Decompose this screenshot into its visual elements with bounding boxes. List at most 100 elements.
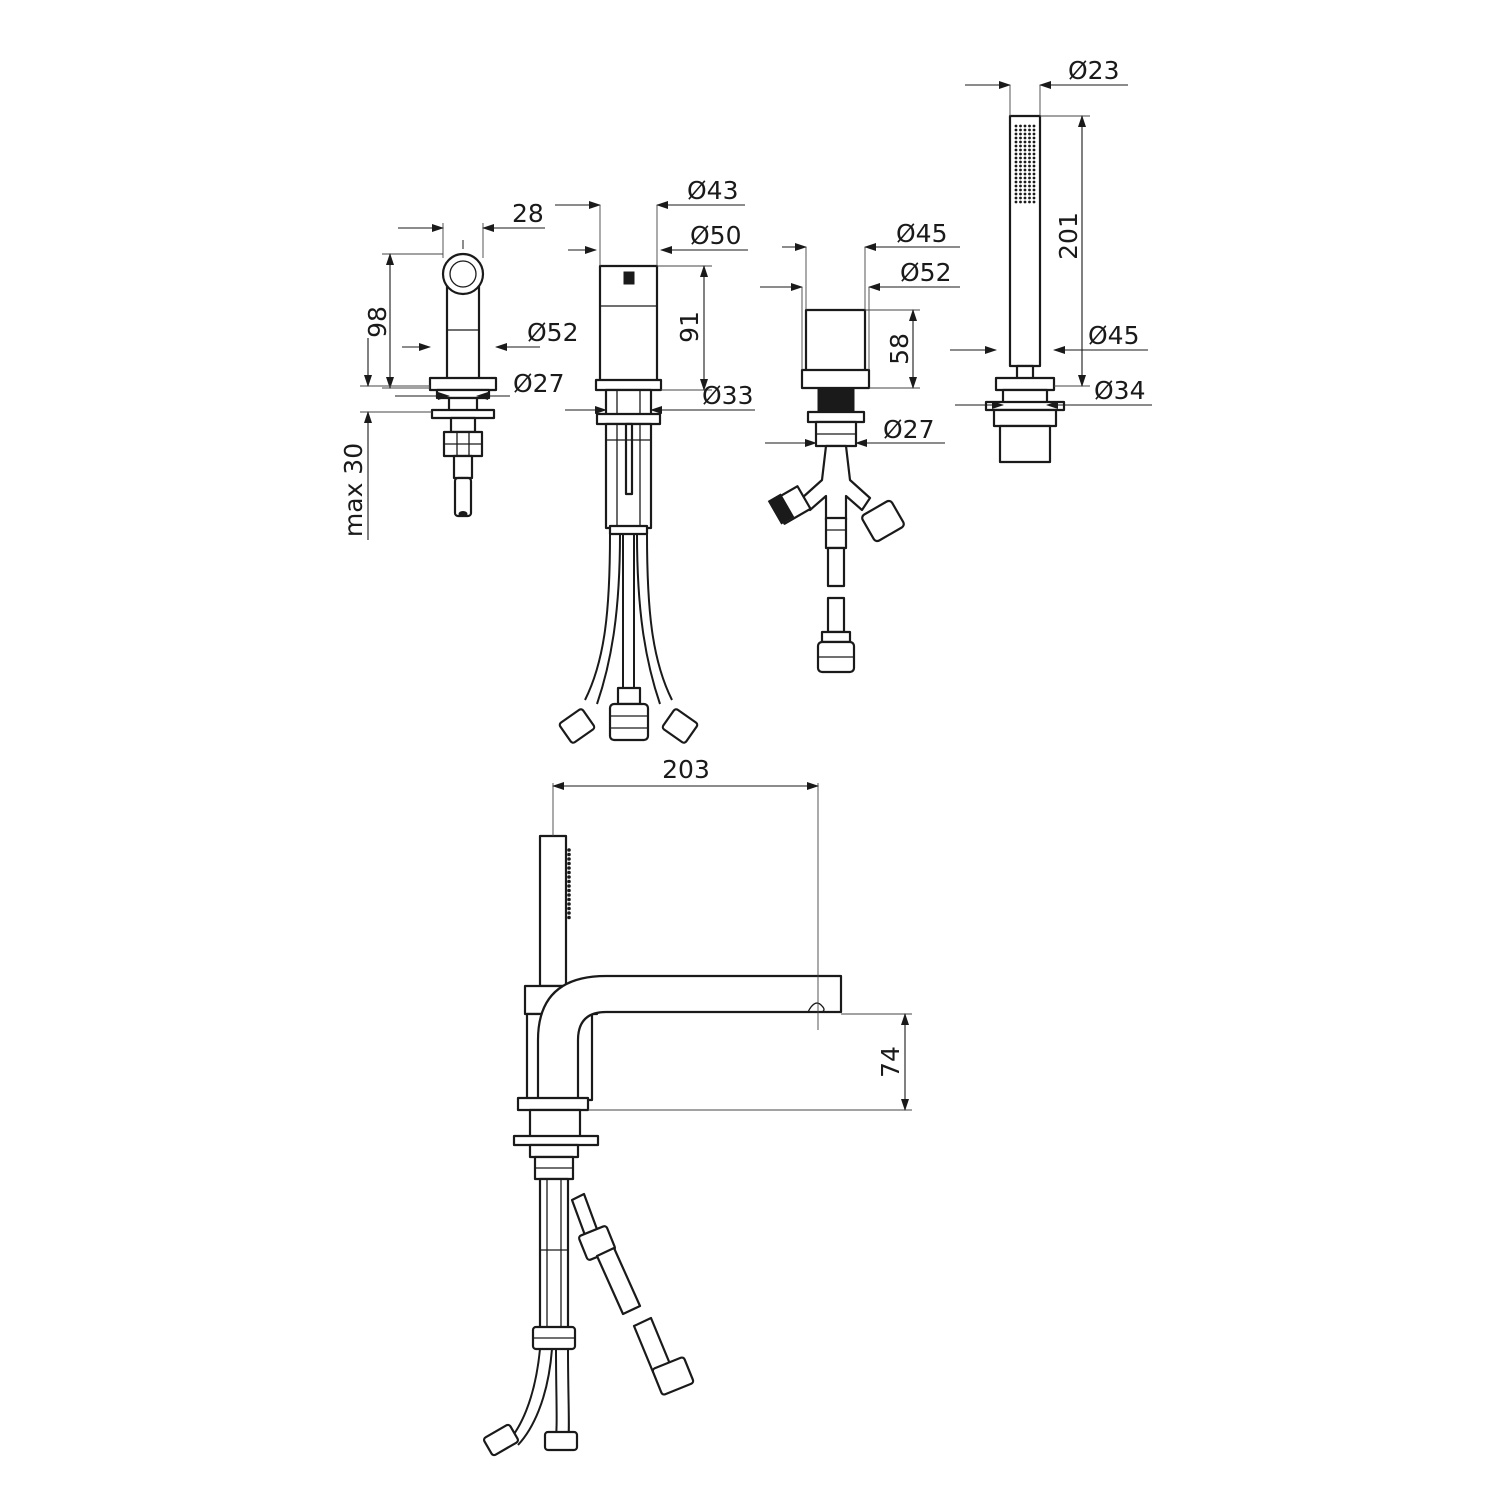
spray-hole xyxy=(1032,192,1036,196)
spray-hole xyxy=(1014,144,1018,148)
spray-hole xyxy=(1023,172,1027,176)
spray-hole xyxy=(1019,140,1022,144)
spray-hole xyxy=(1014,196,1018,200)
spray-hole xyxy=(1028,164,1031,168)
spray-hole xyxy=(1014,140,1018,144)
dim-mixer-height: 91 xyxy=(675,311,704,343)
spray-hole xyxy=(1019,136,1022,140)
spray-hole xyxy=(1028,172,1031,176)
dim-mixer-rosette: Ø50 xyxy=(690,221,742,250)
spray-hole xyxy=(1019,168,1022,172)
spray-hole xyxy=(1023,148,1027,152)
spray-hole xyxy=(1032,156,1036,160)
dim-shower-handle: Ø23 xyxy=(1068,56,1120,85)
spray-hole xyxy=(567,861,571,866)
spray-hole xyxy=(1032,124,1036,128)
spray-hole xyxy=(567,906,571,911)
spray-hole xyxy=(1023,144,1027,148)
handle-valve xyxy=(428,240,498,520)
spray-hole xyxy=(1028,200,1031,204)
spray-hole xyxy=(567,893,571,897)
spray-hole xyxy=(1032,148,1036,152)
spray-hole xyxy=(1014,160,1018,164)
spray-hole xyxy=(1023,124,1027,128)
bath-spout-assembly xyxy=(483,834,843,1457)
spray-hole xyxy=(1023,152,1027,156)
dim-spout-reach: 203 xyxy=(662,755,710,784)
spray-hole xyxy=(1028,184,1031,188)
spray-hole xyxy=(1019,124,1022,128)
spray-hole xyxy=(1023,164,1027,168)
spray-hole xyxy=(567,852,571,857)
spray-hole xyxy=(1019,156,1022,160)
dim-handle-height: 98 xyxy=(363,306,392,338)
dim-shower-shank: Ø34 xyxy=(1094,376,1146,405)
dimension-lines xyxy=(360,81,1152,1111)
spout-shower-dots xyxy=(567,848,571,920)
dim-shower-rosette: Ø45 xyxy=(1088,321,1140,350)
spray-hole xyxy=(1023,192,1027,196)
spray-hole xyxy=(567,857,571,861)
spray-hole xyxy=(567,870,571,875)
spray-hole xyxy=(1028,132,1031,136)
spray-hole xyxy=(1019,188,1022,192)
dim-mixer-body: Ø43 xyxy=(687,176,739,205)
spray-hole xyxy=(1014,132,1018,136)
dim-deck-thickness: max 30 xyxy=(339,443,368,537)
spray-hole xyxy=(1032,144,1036,148)
spray-hole xyxy=(1023,176,1027,180)
hand-shower xyxy=(984,114,1066,464)
spray-hole xyxy=(1014,180,1018,184)
spray-hole xyxy=(1028,180,1031,184)
spray-hole xyxy=(1014,164,1018,168)
spray-hole xyxy=(1028,196,1031,200)
dim-handle-shank: Ø27 xyxy=(513,369,565,398)
spray-hole xyxy=(1028,152,1031,156)
spray-hole xyxy=(1028,124,1031,128)
mixer-valve xyxy=(558,264,699,744)
spray-hole xyxy=(567,915,571,920)
spray-hole xyxy=(1028,140,1031,144)
spray-hole xyxy=(1032,184,1036,188)
spray-hole xyxy=(1028,168,1031,172)
spray-hole xyxy=(1032,136,1036,140)
spray-hole xyxy=(1014,148,1018,152)
spray-hole xyxy=(1019,172,1022,176)
spray-hole xyxy=(1032,180,1036,184)
dim-diverter-height: 58 xyxy=(885,333,914,365)
spray-hole xyxy=(1032,168,1036,172)
spray-hole xyxy=(1014,152,1018,156)
diverter-valve xyxy=(767,308,905,674)
spray-hole xyxy=(1014,128,1018,132)
spray-hole xyxy=(1023,196,1027,200)
spray-hole xyxy=(1019,200,1022,204)
spray-hole xyxy=(1023,128,1027,132)
spray-hole xyxy=(1019,196,1022,200)
dim-handle-width: 28 xyxy=(512,199,544,228)
spray-hole xyxy=(1014,200,1018,204)
spray-hole xyxy=(1014,168,1018,172)
spray-hole xyxy=(1023,160,1027,164)
spray-hole xyxy=(1028,148,1031,152)
spray-hole xyxy=(1028,176,1031,180)
spray-hole xyxy=(567,884,571,888)
spray-hole xyxy=(567,897,571,902)
spray-hole xyxy=(1019,132,1022,136)
dim-handle-rosette: Ø52 xyxy=(527,318,579,347)
spray-hole xyxy=(1032,172,1036,176)
spray-hole xyxy=(1023,132,1027,136)
spray-hole xyxy=(1028,144,1031,148)
spray-hole xyxy=(1019,152,1022,156)
spray-hole xyxy=(567,875,571,879)
spray-hole xyxy=(1032,164,1036,168)
spray-hole xyxy=(1014,156,1018,160)
spray-hole xyxy=(1028,156,1031,160)
spray-hole xyxy=(1014,176,1018,180)
spray-hole xyxy=(1028,160,1031,164)
spray-hole xyxy=(1019,148,1022,152)
spray-hole xyxy=(567,911,571,915)
spray-hole xyxy=(1019,192,1022,196)
spray-hole xyxy=(1028,188,1031,192)
spray-hole xyxy=(1032,200,1036,204)
